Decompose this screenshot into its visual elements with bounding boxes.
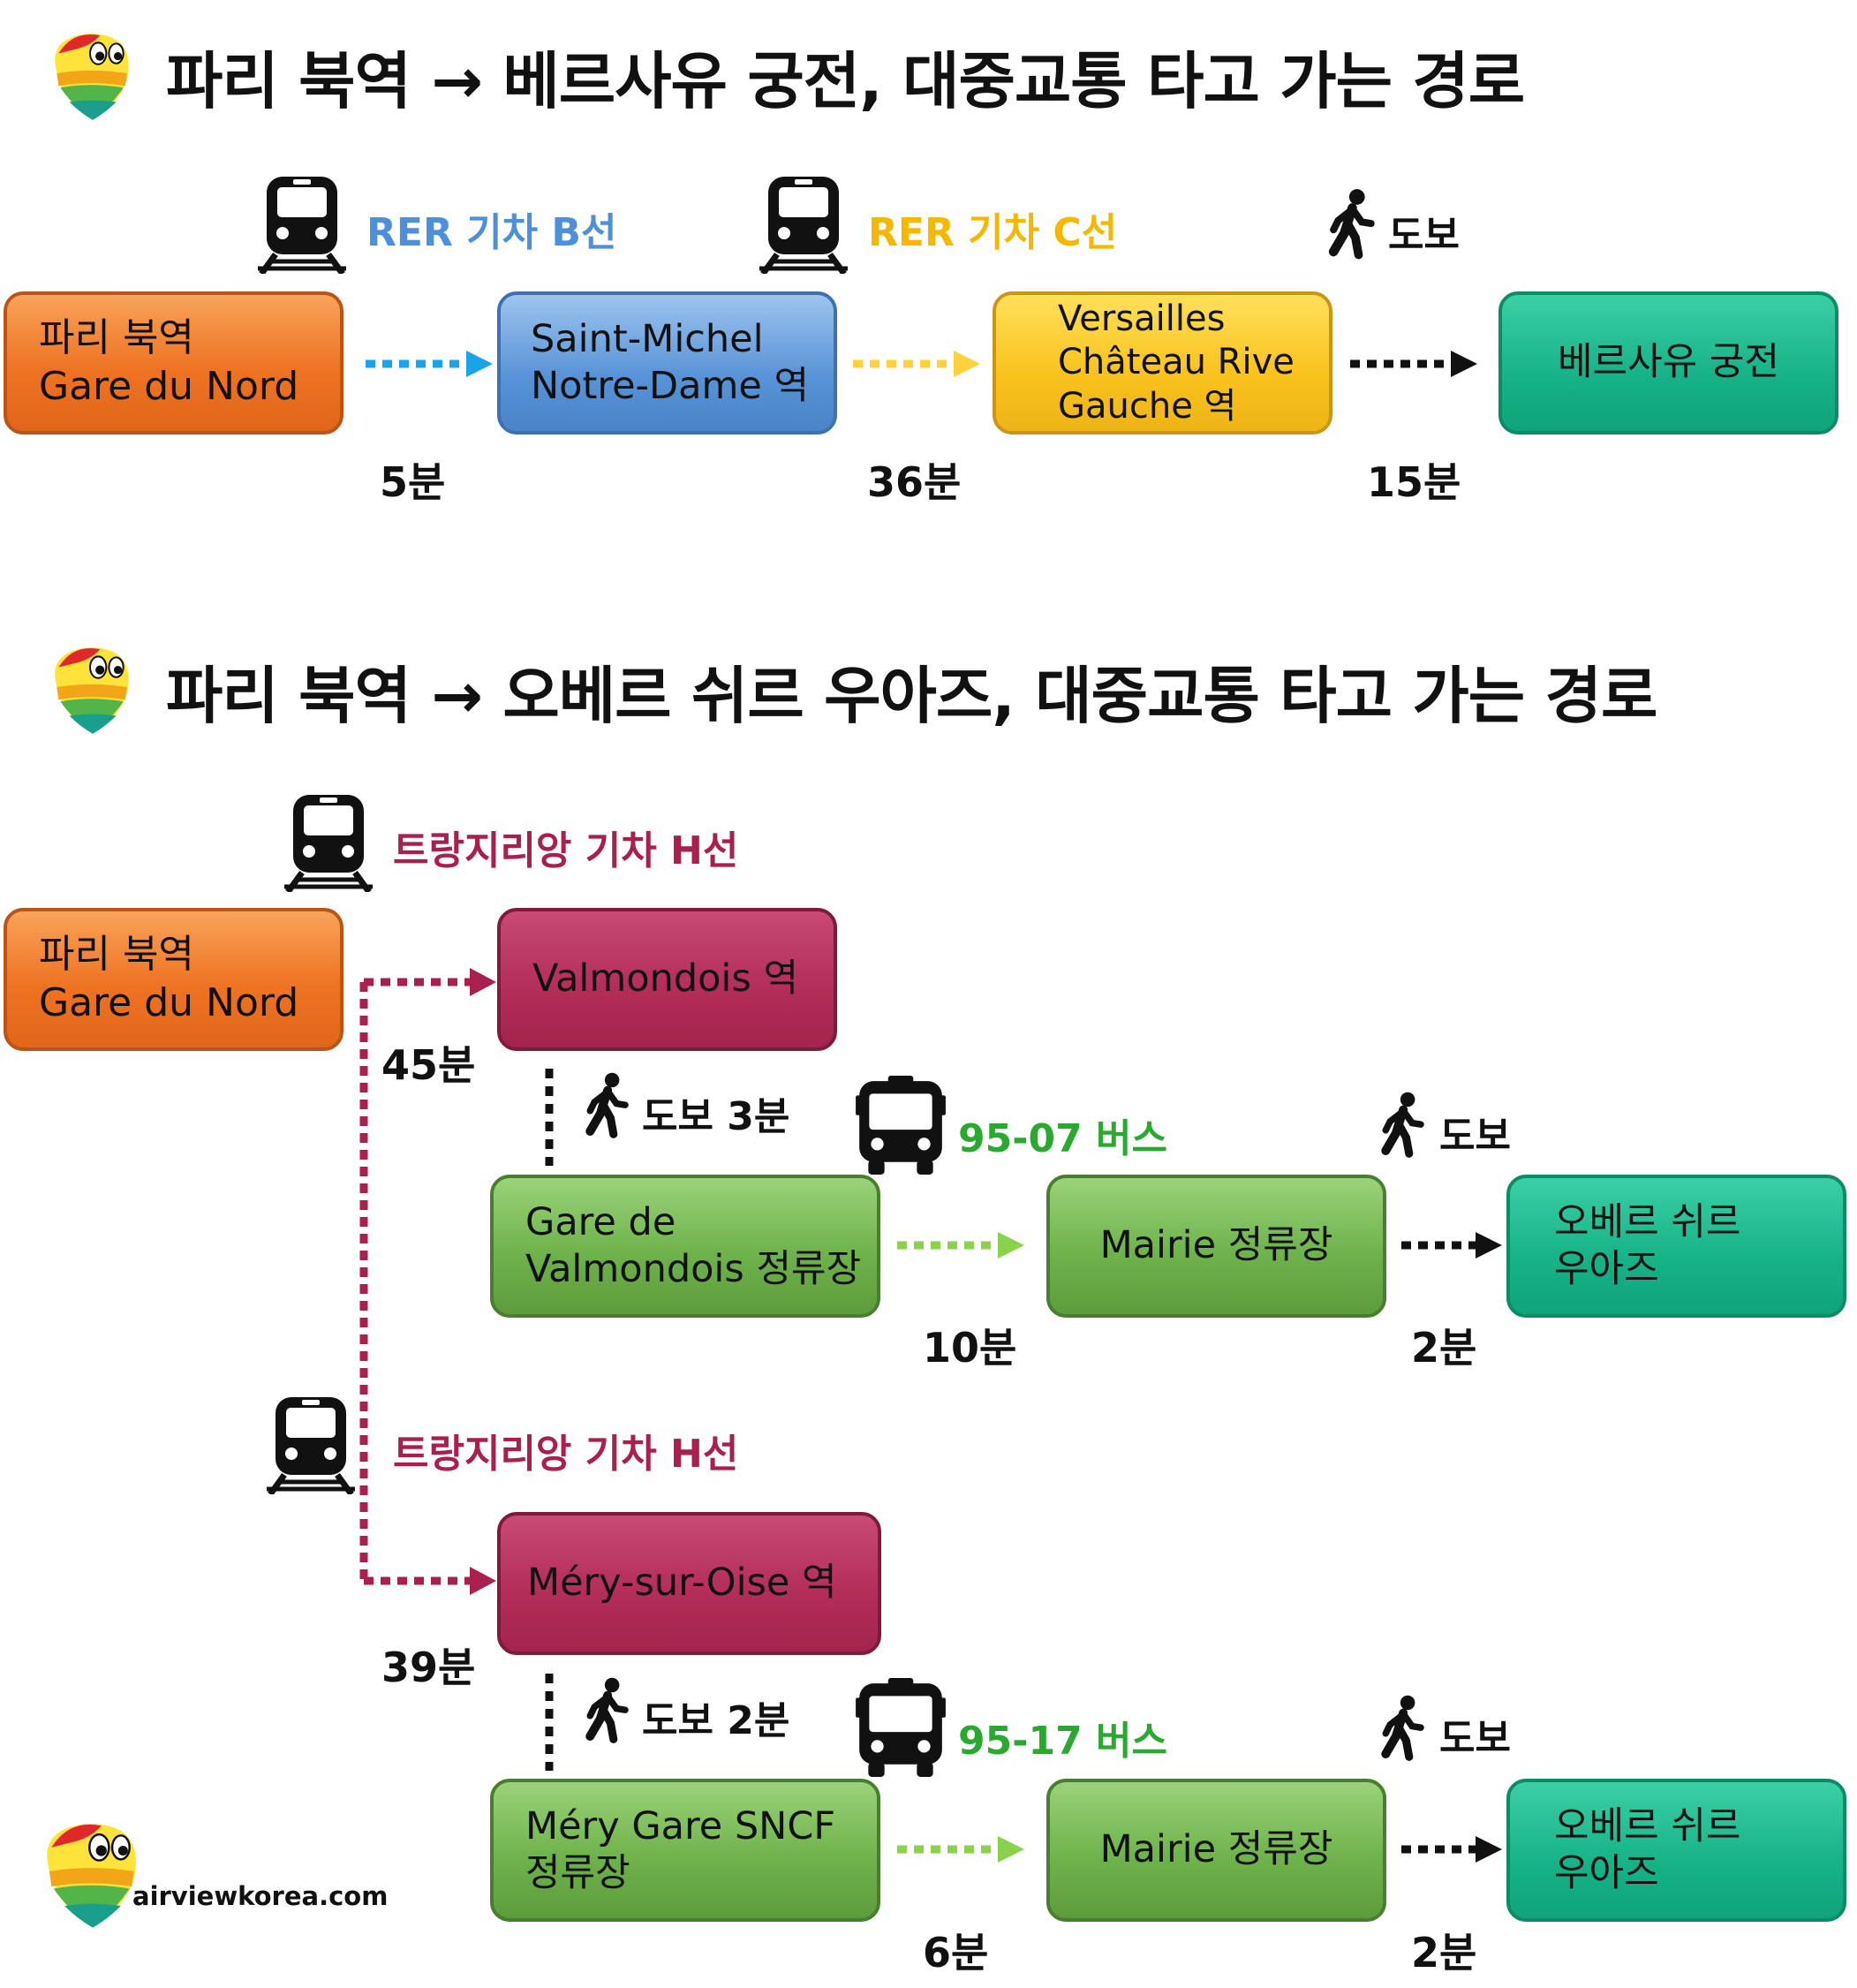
walk-icon [578, 1069, 630, 1143]
bus-stop-mairie: Mairie 정류장 [1046, 1779, 1386, 1922]
station-name: Valmondois 역 [532, 956, 799, 1002]
walk-label: 도보 2분 [642, 1698, 790, 1743]
arrow-walk [1401, 1836, 1502, 1863]
station-name-ko: 파리 북역 [39, 315, 194, 361]
bus-stop-name-line1: Méry Gare SNCF [525, 1803, 836, 1848]
time-leg1: 5분 [380, 458, 446, 506]
station-valmondois: Valmondois 역 [497, 908, 837, 1051]
train-icon [759, 177, 848, 274]
transilien-h-connector [359, 968, 496, 1595]
bus-stop-name-line2: 정류장 [525, 1851, 630, 1895]
station-name-line2: Notre-Dame 역 [531, 364, 810, 408]
destination-versailles-palace: 베르사유 궁전 [1498, 291, 1838, 435]
walk-icon [1374, 1691, 1425, 1765]
bus-stop-name-line2: Valmondois 정류장 [525, 1247, 862, 1291]
bus-stop-name: Mairie 정류장 [1099, 1223, 1333, 1268]
destination-name-line1: 오베르 쉬르 [1554, 1199, 1741, 1244]
station-name-line2: Château Rive [1058, 342, 1295, 383]
train-icon [258, 177, 346, 274]
walk-icon [1374, 1088, 1425, 1162]
walk-icon [1321, 185, 1376, 263]
time-train-b: 39분 [381, 1644, 476, 1691]
logo-icon [54, 646, 130, 735]
bus-stop-mery-gare-sncf: Méry Gare SNCF 정류장 [490, 1779, 880, 1922]
walk-label: 도보 [1439, 1716, 1511, 1761]
station-name-line1: Saint-Michel [531, 316, 764, 361]
destination-auvers-sur-oise: 오베르 쉬르 우아즈 [1506, 1175, 1846, 1318]
brand-url: airviewkorea.com [132, 1881, 389, 1911]
transilien-h-label: 트랑지리앙 기차 H선 [393, 1432, 739, 1477]
bus-icon [856, 1678, 946, 1777]
train-icon [284, 795, 373, 892]
destination-name-line1: 오베르 쉬르 [1554, 1803, 1741, 1848]
walk-connector [545, 1069, 554, 1166]
time-bus-a: 10분 [923, 1324, 1017, 1372]
bus-stop-gare-de-valmondois: Gare de Valmondois 정류장 [490, 1175, 880, 1318]
destination-name: 베르사유 궁전 [1557, 340, 1780, 385]
arrow-walk [1401, 1232, 1502, 1259]
bus-route-label: 95-07 버스 [958, 1116, 1168, 1161]
destination-name-line2: 우아즈 [1554, 1247, 1659, 1291]
rer-b-label: RER 기차 B선 [366, 210, 617, 255]
station-name-fr: Gare du Nord [39, 364, 299, 409]
arrow-bus [897, 1232, 1024, 1259]
walk-label: 도보 [1388, 213, 1460, 258]
time-walk-b: 2분 [1411, 1929, 1477, 1977]
logo-icon [54, 33, 130, 121]
station-name-line1: Versailles [1058, 299, 1226, 340]
arrow-bus [897, 1836, 1024, 1863]
station-versailles-rive-gauche: Versailles Château Rive Gauche 역 [993, 291, 1332, 435]
arrow-walk [1350, 351, 1477, 377]
time-leg2: 36분 [867, 458, 962, 506]
rer-c-label: RER 기차 C선 [868, 210, 1118, 255]
station-gare-du-nord: 파리 북역 Gare du Nord [4, 291, 343, 435]
walk-label: 도보 3분 [642, 1094, 790, 1139]
train-icon [267, 1397, 355, 1494]
walk-icon [578, 1674, 630, 1748]
time-leg3: 15분 [1367, 458, 1461, 506]
station-name-fr: Gare du Nord [39, 980, 299, 1025]
station-mery-sur-oise: Méry-sur-Oise 역 [497, 1512, 881, 1655]
destination-auvers-sur-oise: 오베르 쉬르 우아즈 [1506, 1779, 1846, 1922]
time-walk-a: 2분 [1411, 1324, 1477, 1372]
station-name-ko: 파리 북역 [39, 932, 194, 978]
arrow-rer-c [853, 351, 980, 377]
station-saint-michel: Saint-Michel Notre-Dame 역 [497, 291, 837, 435]
time-train-a: 45분 [381, 1041, 476, 1089]
transilien-h-label: 트랑지리앙 기차 H선 [393, 828, 739, 873]
logo-icon [46, 1822, 138, 1929]
station-name-line3: Gauche 역 [1058, 385, 1237, 427]
destination-name-line2: 우아즈 [1554, 1851, 1659, 1895]
walk-connector [545, 1674, 554, 1771]
station-gare-du-nord: 파리 북역 Gare du Nord [4, 908, 343, 1051]
arrow-rer-b [366, 351, 493, 377]
bus-stop-name: Mairie 정류장 [1099, 1827, 1333, 1872]
bus-stop-mairie: Mairie 정류장 [1046, 1175, 1386, 1318]
time-bus-b: 6분 [923, 1929, 989, 1977]
station-name: Méry-sur-Oise 역 [527, 1561, 837, 1606]
route2-title: 파리 북역 → 오베르 쉬르 우아즈, 대중교통 타고 가는 경로 [166, 660, 1657, 732]
bus-route-label: 95-17 버스 [958, 1719, 1168, 1764]
walk-label: 도보 [1439, 1114, 1511, 1159]
bus-icon [856, 1076, 946, 1175]
route1-title: 파리 북역 → 베르사유 궁전, 대중교통 타고 가는 경로 [166, 45, 1525, 117]
bus-stop-name-line1: Gare de [525, 1199, 676, 1244]
